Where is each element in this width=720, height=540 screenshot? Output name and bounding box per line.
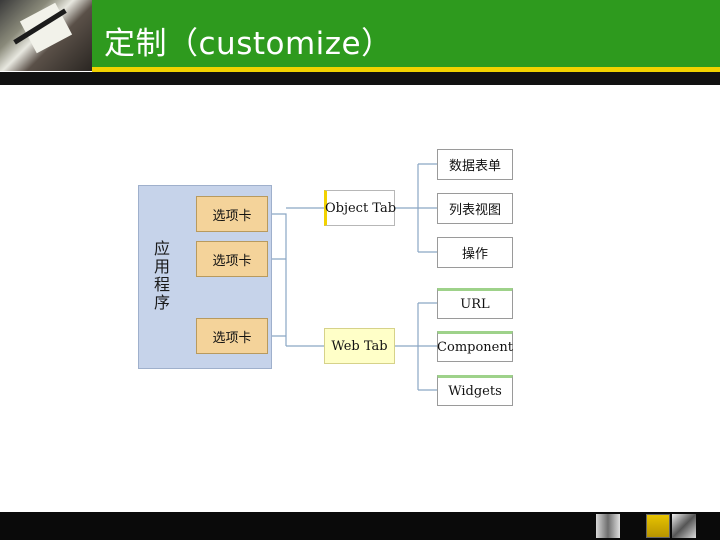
- tab-node-1: 选项卡: [196, 196, 268, 232]
- object-child-data-form: 数据表单: [437, 149, 513, 180]
- object-tab-node: Object Tab: [324, 190, 396, 226]
- tab-node-2: 选项卡: [196, 241, 268, 277]
- web-child-url: URL: [437, 288, 513, 319]
- web-child-component: Component: [437, 331, 513, 362]
- web-child-widgets: Widgets: [437, 375, 513, 406]
- header-photo: [0, 0, 92, 71]
- web-tab-node: Web Tab: [324, 328, 395, 364]
- object-child-list-view: 列表视图: [437, 193, 513, 224]
- header-divider: [0, 72, 720, 85]
- footer-handshake-image: [672, 514, 696, 538]
- application-label: 应用程序: [153, 239, 170, 312]
- tab-node-3: 选项卡: [196, 318, 268, 354]
- slide-header: 定制（customize）: [0, 0, 720, 71]
- slide-title: 定制（customize）: [104, 26, 393, 62]
- object-child-action: 操作: [437, 237, 513, 268]
- footer-statue-image: [596, 514, 620, 538]
- connector-tabs: [268, 213, 287, 346]
- header-accent-stripe: [92, 67, 720, 72]
- footer-folder-image: [646, 514, 670, 538]
